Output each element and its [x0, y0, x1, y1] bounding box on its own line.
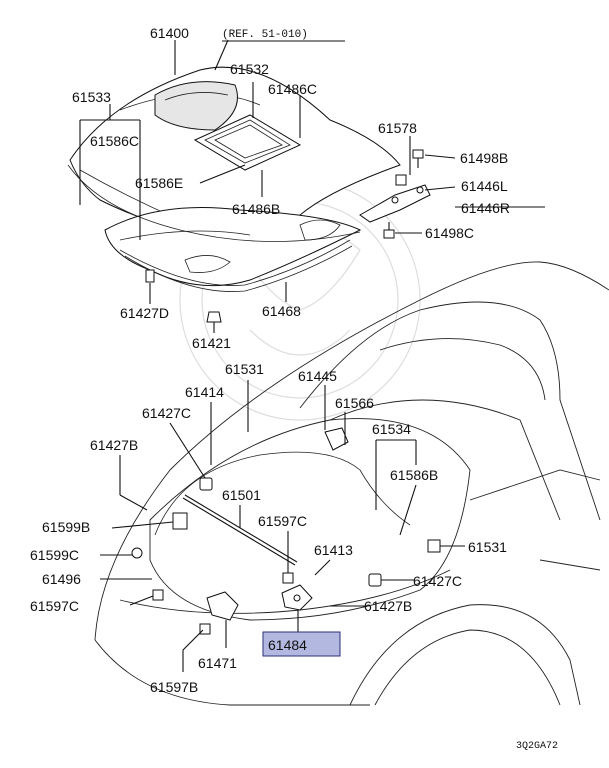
label-61534: 61534 [372, 421, 411, 437]
label-61532: 61532 [230, 61, 269, 77]
car-body-outline [94, 261, 609, 706]
label-61414: 61414 [185, 384, 224, 400]
hood-hinge-61446 [359, 184, 431, 223]
hood-stay-61501 [182, 494, 298, 566]
label-61413: 61413 [314, 542, 353, 558]
label-61446R: 61446R [461, 200, 510, 216]
bolt-61597B [199, 623, 211, 635]
label-61531-right: 61531 [468, 539, 507, 555]
label-61427D: 61427D [120, 305, 169, 321]
bolt-61498B [412, 149, 424, 168]
bolt-61578 [395, 174, 407, 186]
bolt-61597C-mid [282, 572, 294, 584]
bracket-61599B [172, 512, 188, 530]
label-reference-note: (REF. 51-010) [222, 29, 308, 41]
label-61531-top: 61531 [225, 361, 264, 377]
figure-code: 3Q2GA72 [516, 741, 558, 752]
label-61597B: 61597B [150, 679, 198, 695]
release-cable-61414 [154, 451, 411, 536]
label-61533: 61533 [72, 89, 111, 105]
bumper-61427C-right [368, 573, 382, 587]
label-61599C: 61599C [30, 547, 79, 563]
label-61496: 61496 [42, 571, 81, 587]
label-61471: 61471 [198, 655, 237, 671]
label-61427C-right: 61427C [413, 573, 462, 589]
label-61468: 61468 [262, 303, 301, 319]
clip-61531-right [427, 539, 441, 553]
label-61586E: 61586E [135, 175, 183, 191]
hood-latch-61484 [281, 584, 313, 611]
highlight-box [262, 631, 341, 657]
label-61484: 61484 [268, 637, 307, 653]
lock-61566 [324, 427, 349, 451]
hood-assembly [67, 66, 401, 292]
bumper-61427D [145, 269, 155, 283]
label-61501: 61501 [222, 487, 261, 503]
label-61586C: 61586C [90, 133, 139, 149]
label-61597C-mid: 61597C [258, 513, 307, 529]
label-61486B: 61486B [232, 201, 280, 217]
leader-lines [79, 39, 545, 672]
label-61445: 61445 [298, 368, 337, 384]
part-labels: 61400 (REF. 51-010) 61532 61486C 61533 6… [30, 25, 558, 752]
bolt-61599C [131, 547, 143, 559]
label-61427B-right: 61427B [364, 598, 412, 614]
bumper-61427C-left [199, 477, 213, 491]
label-61446L: 61446L [461, 178, 508, 194]
label-61427C-left: 61427C [142, 405, 191, 421]
bolt-61597C-left [152, 589, 164, 601]
label-61578: 61578 [378, 120, 417, 136]
clip-61421 [206, 311, 222, 323]
bolt-61498C [383, 222, 395, 239]
latch-bracket-61471 [206, 591, 239, 621]
label-61421: 61421 [192, 335, 231, 351]
label-61597C-left: 61597C [30, 598, 79, 614]
label-61498C: 61498C [425, 225, 474, 241]
label-61400: 61400 [150, 25, 189, 41]
label-61586B: 61586B [390, 467, 438, 483]
label-61498B: 61498B [460, 150, 508, 166]
label-61599B: 61599B [42, 519, 90, 535]
label-61427B-left: 61427B [90, 437, 138, 453]
label-61566: 61566 [335, 395, 374, 411]
label-61486C: 61486C [268, 81, 317, 97]
